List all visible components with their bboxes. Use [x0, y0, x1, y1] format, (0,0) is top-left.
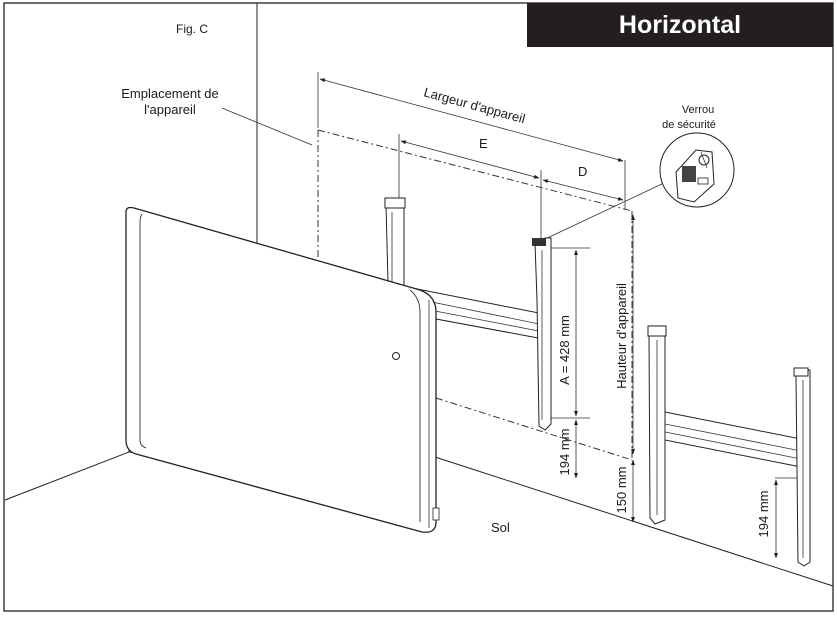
- dimension-d-label: D: [578, 164, 587, 179]
- figure-label: Fig. C: [176, 22, 208, 36]
- appliance-knob: [392, 352, 400, 360]
- dimension-150-label: 150 mm: [614, 467, 629, 514]
- dimension-d: [540, 170, 624, 240]
- width-label: Largeur d'appareil: [422, 84, 527, 126]
- location-label-line2: l'appareil: [144, 102, 196, 117]
- location-label-line1: Emplacement de: [121, 86, 219, 101]
- orientation-banner: Horizontal: [527, 3, 833, 47]
- appliance-panel: [125, 206, 440, 533]
- height-label: Hauteur d'appareil: [614, 283, 629, 389]
- location-leader-line: [221, 107, 313, 146]
- lock-label-line1: Verrou: [682, 104, 714, 116]
- lock-label-line2: de sécurité: [662, 119, 716, 131]
- dimension-e: [398, 134, 540, 198]
- dimension-e-label: E: [479, 136, 488, 151]
- frame-border: [3, 2, 834, 612]
- dimension-194-right-label: 194 mm: [756, 491, 771, 538]
- wall-bracket-right: [647, 325, 811, 567]
- dimension-a: [545, 247, 590, 419]
- safety-lock-detail: [659, 132, 735, 208]
- floor-label: Sol: [491, 520, 510, 535]
- dimension-194-middle-label: 194 mm: [557, 429, 572, 476]
- lock-leader-line: [542, 182, 665, 241]
- dimension-a-label: A = 428 mm: [557, 315, 572, 385]
